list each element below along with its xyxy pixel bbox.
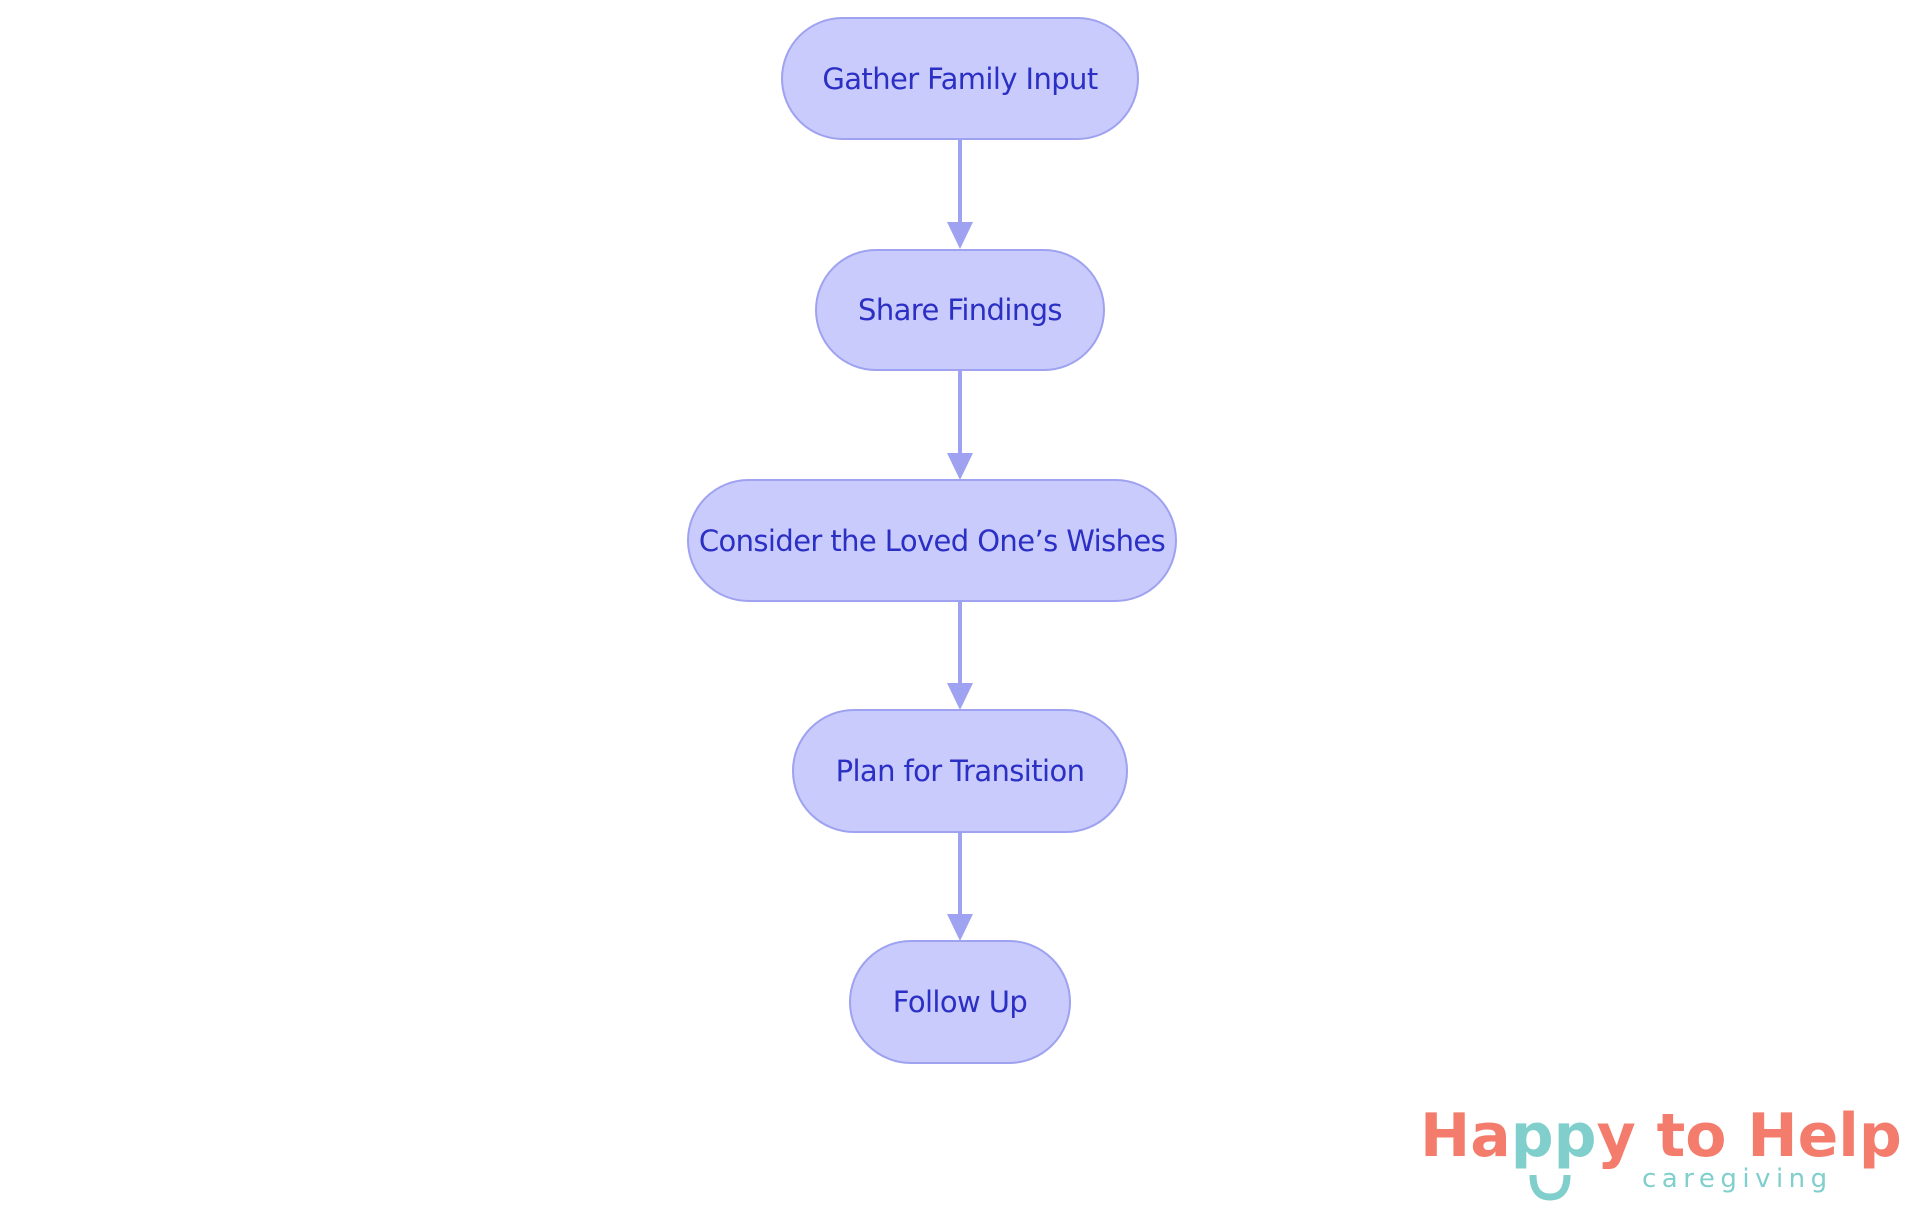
logo-title: Happy to Help [1420, 1100, 1902, 1172]
arrowhead-icon [947, 914, 973, 941]
arrowhead-icon [947, 453, 973, 480]
node-label: Plan for Transition [835, 754, 1085, 788]
logo-title-teal-part: pp [1510, 1101, 1597, 1171]
node-label: Share Findings [858, 293, 1062, 327]
logo-subtitle: caregiving [1642, 1164, 1833, 1194]
logo-title-part: y to Help [1596, 1101, 1902, 1171]
flow-node-follow-up: Follow Up [849, 940, 1071, 1064]
node-label: Gather Family Input [822, 61, 1098, 96]
flow-node-consider-wishes: Consider the Loved One’s Wishes [687, 479, 1177, 602]
flow-node-plan-for-transition: Plan for Transition [792, 709, 1128, 833]
logo-title-part: Ha [1420, 1101, 1511, 1171]
node-label: Follow Up [892, 985, 1028, 1019]
node-label: Consider the Loved One’s Wishes [698, 523, 1166, 558]
arrowhead-icon [947, 683, 973, 710]
arrowhead-icon [947, 222, 973, 249]
smile-icon [1529, 1174, 1571, 1201]
flow-node-gather-family-input: Gather Family Input [781, 17, 1139, 140]
brand-logo: Happy to Help caregiving [1420, 1100, 1902, 1210]
flow-node-share-findings: Share Findings [815, 249, 1105, 371]
